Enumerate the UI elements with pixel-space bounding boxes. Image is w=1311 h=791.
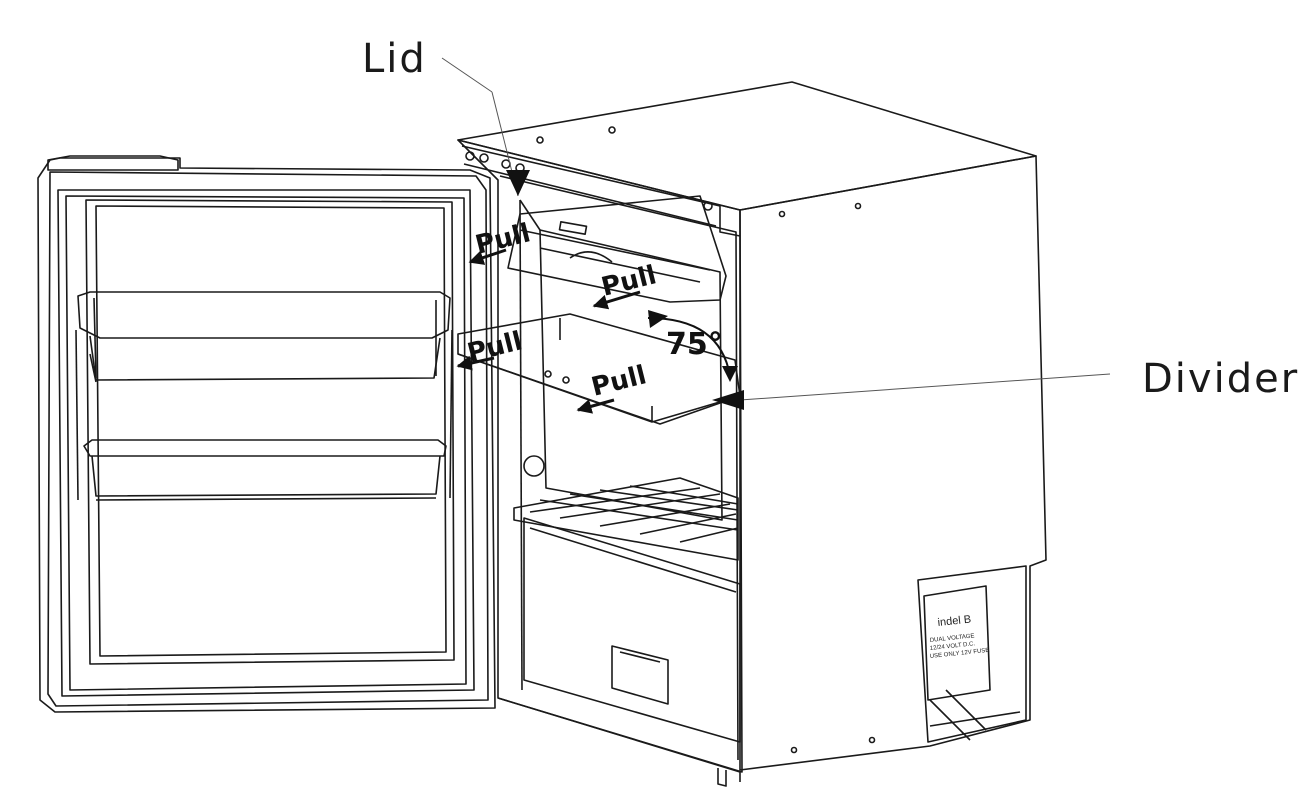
- pull-arrow: [468, 248, 507, 265]
- door-inner-panel: [85, 199, 455, 665]
- divider-arrow: [712, 390, 744, 410]
- pull-label: Pull: [464, 326, 525, 369]
- lid-leader-line: [441, 57, 493, 93]
- annotations: Lid Divider Pull Pull Pull Pull 75° inde…: [362, 36, 1299, 660]
- pull-arrow: [592, 290, 641, 310]
- angle-arrow: [722, 366, 738, 382]
- door-gasket: [57, 189, 475, 697]
- pull-arrow: [456, 355, 495, 371]
- angle-arrow: [648, 310, 668, 328]
- pull-label: Pull: [598, 260, 659, 303]
- pull-label: Pull: [588, 360, 649, 403]
- plate-text: 12/24 VOLT D.C.: [930, 641, 976, 652]
- fridge-door: [37, 155, 496, 713]
- brand-logo: indel B: [937, 614, 972, 629]
- lid-label: Lid: [362, 36, 427, 82]
- door-bin-upper: [77, 291, 451, 383]
- wire-shelf: [513, 477, 739, 561]
- cabinet-top: [457, 81, 1037, 211]
- pull-label: Pull: [472, 218, 533, 261]
- drain-button: [523, 455, 545, 477]
- plate-text: DUAL VOLTAGE: [930, 633, 975, 644]
- compressor-area: [917, 565, 1027, 743]
- lid-flap: [507, 195, 727, 303]
- door-bin-lower: [83, 439, 447, 501]
- rating-plate: [923, 585, 991, 701]
- cabinet-side: [739, 155, 1047, 771]
- divider-leader-line: [739, 373, 1111, 401]
- foot: [717, 768, 727, 787]
- lid-arrow: [506, 170, 530, 196]
- door-outer-frame: [37, 157, 496, 713]
- pull-arrow: [576, 398, 615, 414]
- crisper-drawer: [523, 517, 741, 743]
- divider-label: Divider: [1142, 356, 1299, 402]
- angle-label: 75°: [666, 327, 723, 362]
- fridge-cabinet: [457, 81, 1047, 787]
- door-hinge: [47, 155, 179, 171]
